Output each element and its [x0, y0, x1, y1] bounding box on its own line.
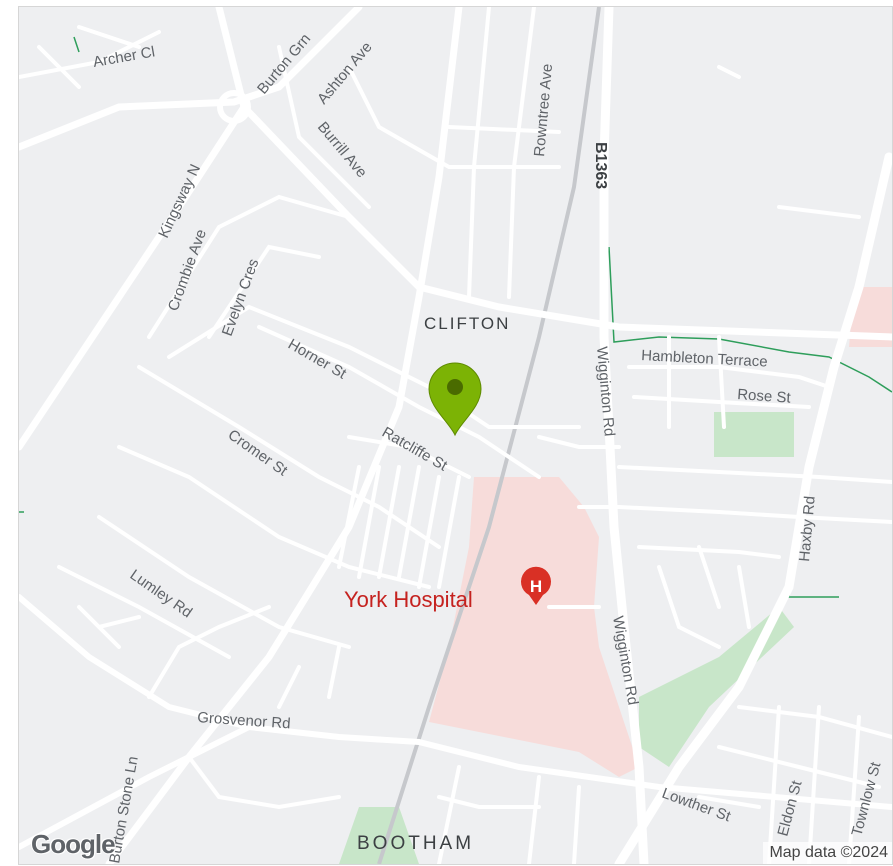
label-wigginton-rd-north: Wigginton Rd	[593, 346, 618, 437]
area-label-bootham: BOOTHAM	[357, 833, 474, 854]
map-pin-icon[interactable]	[428, 362, 482, 437]
poi-label: York Hospital	[344, 587, 473, 612]
map-attribution[interactable]: Map data ©2024	[763, 842, 892, 864]
google-logo: Google	[31, 829, 116, 859]
label-hambleton-terrace: Hambleton Terrace	[641, 347, 768, 371]
label-ashton-ave: Ashton Ave	[314, 39, 376, 108]
hospital-annex-area	[849, 287, 892, 347]
major-roads	[19, 7, 892, 864]
railway-line	[377, 7, 601, 864]
label-burrill-ave: Burrill Ave	[314, 119, 370, 181]
roundabout	[217, 90, 251, 124]
label-evelyn-cres: Evelyn Cres	[219, 257, 263, 339]
label-grosvenor-rd: Grosvenor Rd	[197, 709, 291, 732]
svg-text:H: H	[530, 577, 542, 596]
label-eldon-st: Eldon St	[774, 778, 805, 838]
area-boundary	[608, 246, 892, 393]
label-rose-st: Rose St	[737, 386, 792, 407]
label-rowntree-ave: Rowntree Ave	[531, 63, 556, 157]
minor-streets	[19, 7, 892, 864]
poi-york-hospital[interactable]: York Hospital H	[344, 566, 551, 612]
label-haxby-rd: Haxby Rd	[796, 495, 819, 562]
label-crombie-ave: Crombie Ave	[165, 227, 210, 313]
label-ratcliffe-st: Ratcliffe St	[379, 424, 451, 475]
park-rose-st	[714, 412, 794, 457]
map-graphics: Archer Cl Burton Grn Ashton Ave Rowntree…	[19, 7, 892, 864]
map-canvas[interactable]: Archer Cl Burton Grn Ashton Ave Rowntree…	[18, 6, 893, 865]
hospital-grounds	[429, 477, 639, 777]
hospital-h-icon: H	[521, 566, 551, 605]
park-bootham	[339, 807, 419, 864]
route-shield-b1363: B1363	[592, 142, 609, 189]
area-label-clifton: CLIFTON	[424, 314, 510, 333]
